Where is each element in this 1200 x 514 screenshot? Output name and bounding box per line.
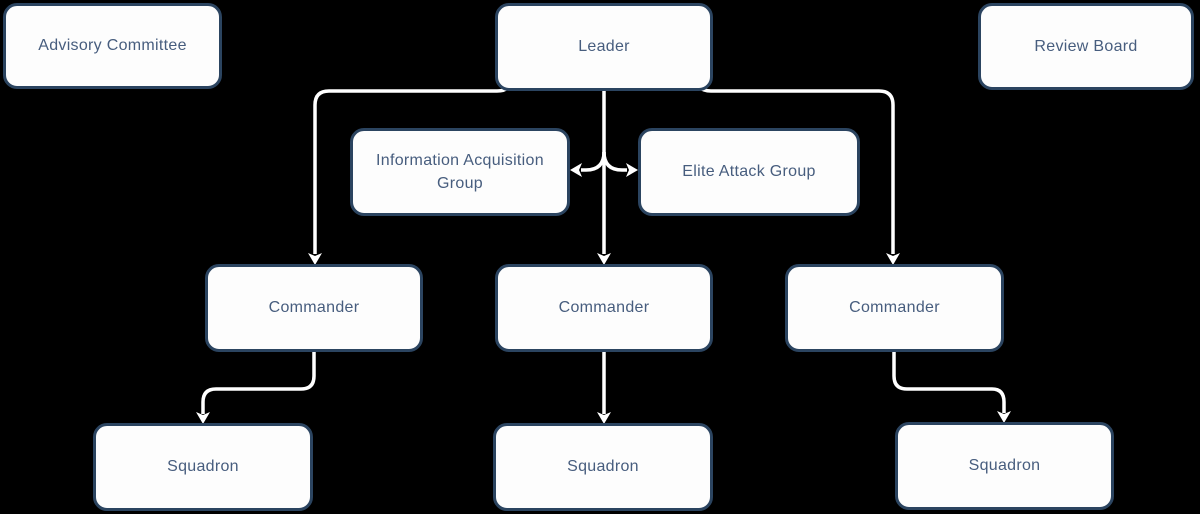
- node-information-acquisition-group: Information Acquisition Group: [350, 128, 570, 216]
- arrowhead-elite-attack-group: [626, 163, 638, 177]
- node-review-board: Review Board: [978, 3, 1194, 90]
- node-leader: Leader: [495, 3, 713, 91]
- node-label: Commander: [849, 299, 940, 317]
- arrowhead-commander-left: [308, 253, 322, 265]
- arrowhead-squadron-left: [196, 412, 210, 424]
- node-squadron-left: Squadron: [93, 423, 313, 511]
- connector-leader-info-acquisition-group: [581, 151, 606, 172]
- node-label: Elite Attack Group: [682, 163, 816, 181]
- node-commander-center: Commander: [495, 264, 713, 352]
- node-label: Squadron: [567, 458, 639, 476]
- connector-commander-right-squadron-right: [892, 352, 1006, 413]
- node-label: Commander: [268, 299, 360, 317]
- node-commander-left: Commander: [205, 264, 423, 352]
- node-squadron-right: Squadron: [895, 422, 1114, 510]
- node-elite-attack-group: Elite Attack Group: [638, 128, 860, 216]
- arrowhead-squadron-center: [597, 412, 611, 424]
- node-squadron-center: Squadron: [493, 423, 713, 511]
- node-label: Squadron: [968, 457, 1041, 475]
- node-advisory-committee: Advisory Committee: [3, 3, 222, 89]
- node-label: Review Board: [1034, 37, 1138, 55]
- arrowhead-info-acquisition-group: [570, 163, 582, 177]
- node-commander-right: Commander: [785, 264, 1004, 352]
- connector-leader-elite-attack-group: [602, 151, 627, 172]
- node-label: Squadron: [167, 458, 239, 476]
- arrowhead-commander-right: [886, 253, 900, 265]
- connector-commander-left-squadron-left: [201, 352, 316, 414]
- node-label: Leader: [578, 38, 630, 56]
- arrowhead-commander-center: [597, 253, 611, 265]
- node-label: Commander: [558, 299, 650, 317]
- node-label: Advisory Committee: [38, 37, 187, 55]
- node-label: Information Acquisition Group: [376, 151, 544, 192]
- arrowhead-squadron-right: [997, 411, 1011, 423]
